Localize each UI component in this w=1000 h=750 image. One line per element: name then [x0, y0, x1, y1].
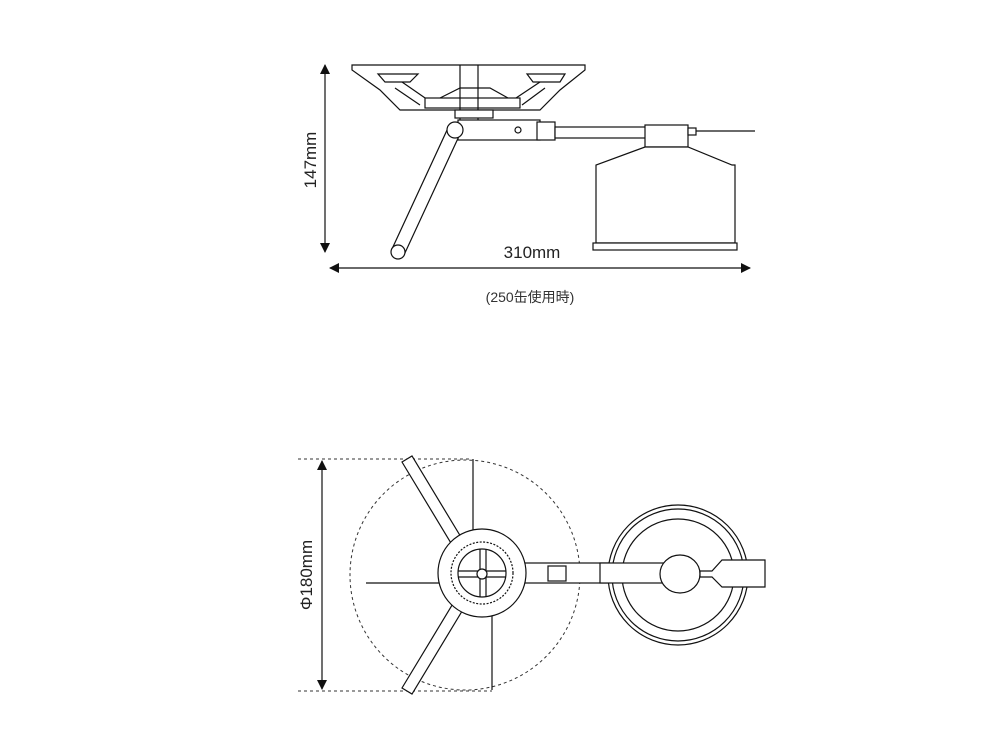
top-view-stove: [298, 455, 766, 695]
connector: [536, 121, 556, 141]
canister-valve: [659, 554, 701, 594]
side-view-stove: [351, 64, 755, 260]
pot-support: [351, 64, 586, 111]
canister-base: [592, 242, 738, 251]
valve-body: [457, 119, 541, 141]
canister-neck: [644, 124, 689, 148]
support-slot: [376, 73, 567, 83]
fuel-hose: [554, 126, 648, 139]
gas-canister: [595, 146, 736, 244]
width-label: 310mm: [504, 243, 561, 262]
diameter-label: Φ180mm: [297, 540, 316, 610]
stove-leg: [391, 127, 461, 256]
canister-handle: [699, 559, 766, 588]
burner-head: [424, 97, 521, 109]
height-label: 147mm: [301, 132, 320, 189]
width-note: (250缶使用時): [486, 289, 575, 305]
